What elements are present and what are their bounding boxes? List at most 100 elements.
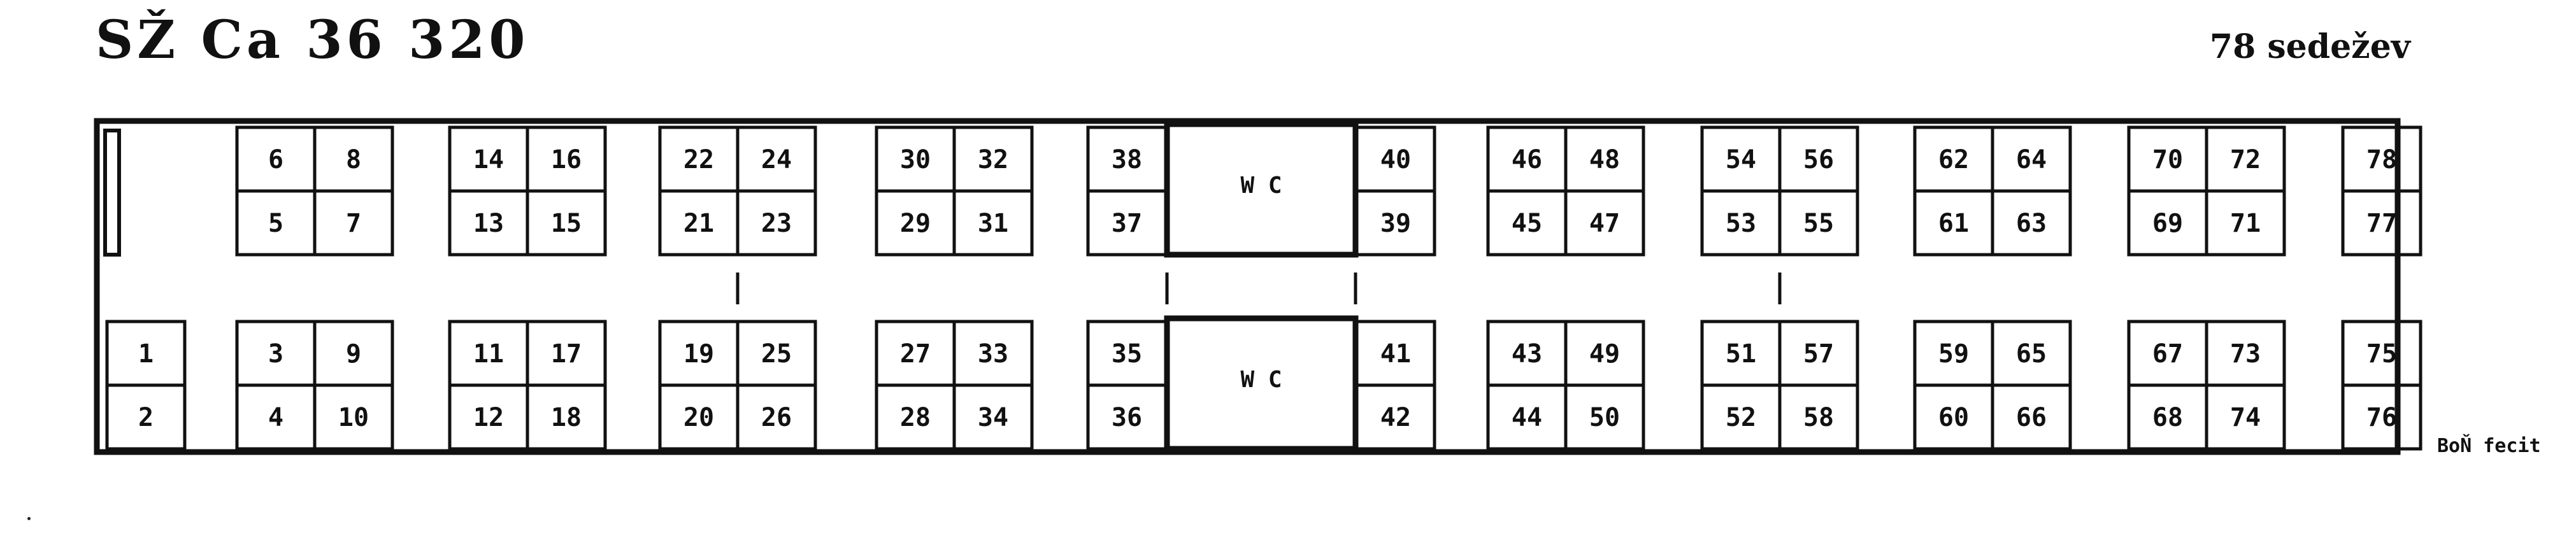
seat: 75 <box>2341 320 2422 387</box>
seat-number: 13 <box>473 209 504 238</box>
seat-number: 18 <box>551 403 582 432</box>
coach-title: SŽ Ca 36 320 <box>96 10 529 71</box>
seat: 4 <box>235 383 317 451</box>
seat: 55 <box>1778 189 1859 257</box>
seat: 38 <box>1086 125 1168 193</box>
seat: 20 <box>658 383 740 451</box>
seat-number: 5 <box>268 209 283 238</box>
seat: 9 <box>313 320 394 387</box>
seat: 64 <box>1991 125 2072 193</box>
seat: 21 <box>658 189 740 257</box>
wc-box <box>1164 121 1359 258</box>
seat: 53 <box>1700 189 1782 257</box>
seat: 70 <box>2127 125 2208 193</box>
seat: 77 <box>2341 189 2422 257</box>
seat: 72 <box>2205 125 2286 193</box>
seat-number: 71 <box>2230 209 2261 238</box>
seat: 15 <box>526 189 607 257</box>
seat-number: 20 <box>683 403 714 432</box>
seat-box <box>313 189 394 257</box>
seat-number: 74 <box>2230 403 2261 432</box>
seat: 32 <box>952 125 1034 193</box>
seat-number: 46 <box>1512 145 1542 174</box>
seat: 62 <box>1913 125 1994 193</box>
seat: 43 <box>1486 320 1568 387</box>
seat-number: 44 <box>1512 403 1542 432</box>
seat: 58 <box>1778 383 1859 451</box>
seat-box <box>1991 189 2072 257</box>
seat-number: 43 <box>1512 339 1542 369</box>
seat-count-label: 78 sedežev <box>2209 27 2410 66</box>
seat-number: 6 <box>268 145 283 174</box>
seat: 44 <box>1486 383 1568 451</box>
seat-number: 48 <box>1589 145 1620 174</box>
seat: 24 <box>736 125 817 193</box>
scan-speck <box>27 517 31 520</box>
seat: 36 <box>1086 383 1168 451</box>
seat-number: 36 <box>1112 403 1142 432</box>
seat: 48 <box>1564 125 1645 193</box>
seat-number: 32 <box>978 145 1008 174</box>
seat-number: 63 <box>2016 209 2047 238</box>
seat-number: 55 <box>1803 209 1834 238</box>
seat-box <box>1991 383 2072 451</box>
vestibule-door <box>103 129 121 257</box>
seat: 22 <box>658 125 740 193</box>
seat: 7 <box>313 189 394 257</box>
seat-number: 57 <box>1803 339 1834 369</box>
seat-number: 76 <box>2366 403 2397 432</box>
seat-box <box>526 189 607 257</box>
wc-top: W C <box>1164 121 1359 258</box>
seat: 34 <box>952 383 1034 451</box>
seat-number: 75 <box>2366 339 2397 369</box>
seat-number: 68 <box>2152 403 2183 432</box>
seat-number: 50 <box>1589 403 1620 432</box>
seat: 61 <box>1913 189 1994 257</box>
seat-number: 33 <box>978 339 1008 369</box>
seat-number: 40 <box>1380 145 1411 174</box>
seat-number: 41 <box>1380 339 1411 369</box>
seat: 66 <box>1991 383 2072 451</box>
seat: 5 <box>235 189 317 257</box>
seat: 14 <box>448 125 529 193</box>
seat: 71 <box>2205 189 2286 257</box>
seat-number: 62 <box>1938 145 1969 174</box>
seat-number: 23 <box>761 209 792 238</box>
seat-box <box>105 383 187 451</box>
seat-number: 28 <box>900 403 931 432</box>
aisle-markers <box>736 272 1782 304</box>
seat-box <box>1778 189 1859 257</box>
author-credit: BoŇ fecit <box>2437 435 2541 457</box>
seat: 35 <box>1086 320 1168 387</box>
seat: 63 <box>1991 189 2072 257</box>
seat-number: 9 <box>346 339 361 369</box>
seat: 19 <box>658 320 740 387</box>
seat-number: 73 <box>2230 339 2261 369</box>
seat: 25 <box>736 320 817 387</box>
seat-box <box>1564 189 1645 257</box>
seat: 42 <box>1355 383 1436 451</box>
seat: 10 <box>313 383 394 451</box>
seat-box <box>313 383 394 451</box>
seat-number: 49 <box>1589 339 1620 369</box>
seat: 31 <box>952 189 1034 257</box>
seat-number: 54 <box>1726 145 1756 174</box>
seat-number: 3 <box>268 339 283 369</box>
seat-number: 61 <box>1938 209 1969 238</box>
seat-number: 2 <box>138 403 154 432</box>
seat: 59 <box>1913 320 1994 387</box>
seat-number: 10 <box>338 403 369 432</box>
seat: 17 <box>526 320 607 387</box>
seat: 51 <box>1700 320 1782 387</box>
seat: 41 <box>1355 320 1436 387</box>
seat: 50 <box>1564 383 1645 451</box>
seat: 13 <box>448 189 529 257</box>
seat-box <box>1564 383 1645 451</box>
seat: 65 <box>1991 320 2072 387</box>
seat-number: 53 <box>1726 209 1756 238</box>
seat: 11 <box>448 320 529 387</box>
seat: 76 <box>2341 383 2422 451</box>
seat-number: 77 <box>2366 209 2397 238</box>
seat: 46 <box>1486 125 1568 193</box>
seat-box <box>952 383 1034 451</box>
